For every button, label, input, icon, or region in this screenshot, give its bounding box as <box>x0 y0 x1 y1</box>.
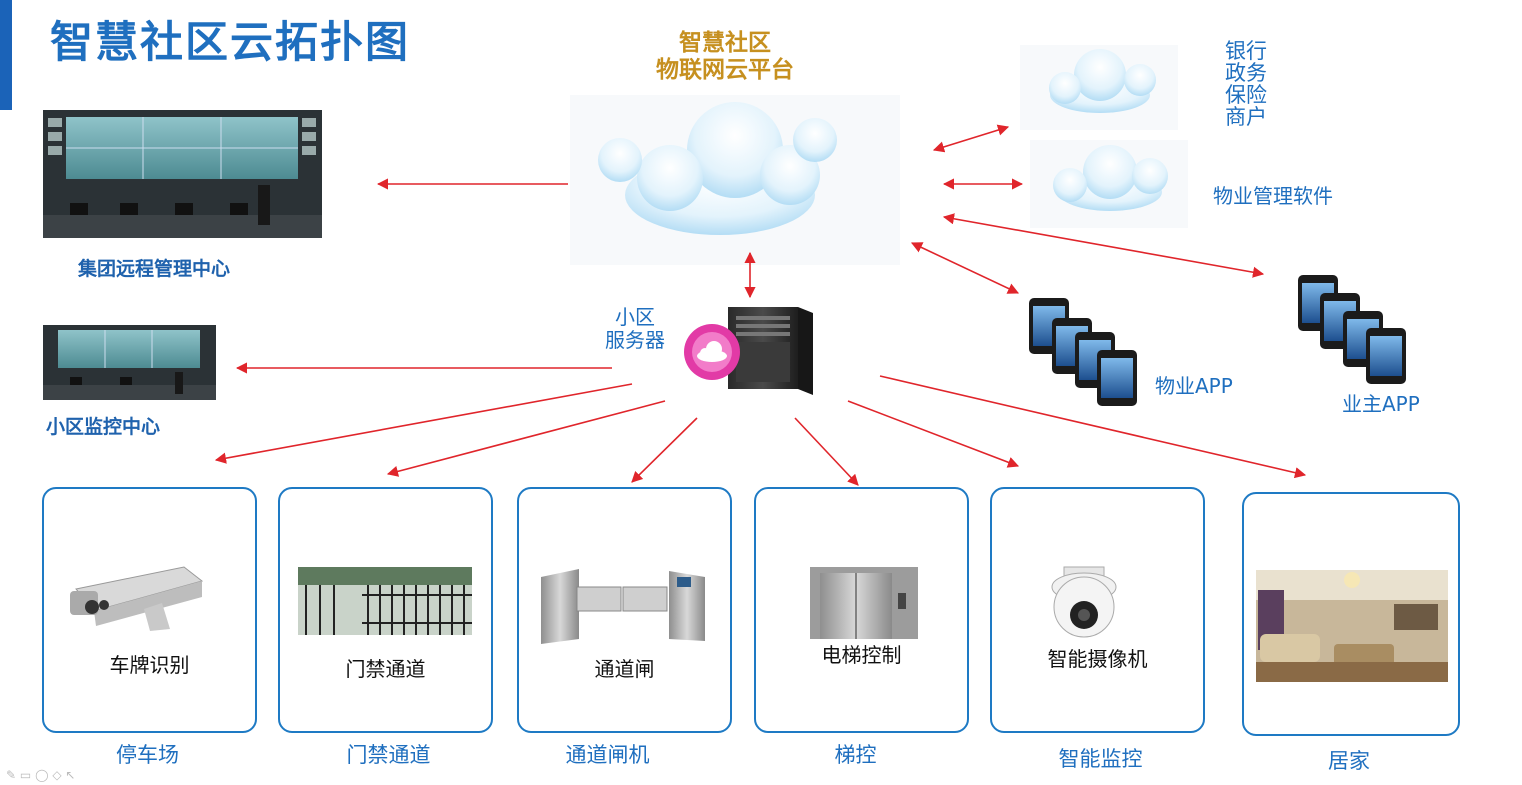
dome-camera-icon <box>1051 566 1117 638</box>
arrow-cloud-property-app <box>910 242 1020 294</box>
bank-cloud-icon <box>1020 45 1178 130</box>
platform-title: 智慧社区 物联网云平台 <box>600 30 850 84</box>
arrow-server-elevator <box>794 417 859 486</box>
property-software-label: 物业管理软件 <box>1213 184 1333 208</box>
slides-icon[interactable]: ▭ <box>19 768 32 782</box>
arrow-server-access <box>386 400 666 477</box>
parking-inner-label: 车牌识别 <box>109 653 190 677</box>
monitoring-box: 智能摄像机 <box>990 487 1205 733</box>
community-monitor-image <box>43 325 216 400</box>
access-box: 门禁通道 <box>278 487 493 733</box>
access-inner-label: 门禁通道 <box>345 657 426 681</box>
living-room-icon <box>1256 570 1448 682</box>
bank-label: 银行 <box>1225 39 1267 63</box>
pointer-icon[interactable]: ↖ <box>65 768 76 782</box>
parking-label: 停车场 <box>116 743 179 767</box>
insurance-label: 保险 <box>1225 83 1267 107</box>
arrow-server-home <box>879 375 1307 479</box>
connection-arrows <box>214 124 1307 486</box>
group-center-label: 集团远程管理中心 <box>78 258 231 280</box>
server-label-line1: 小区 <box>615 305 655 329</box>
owner-app-phones-icon <box>1298 275 1406 384</box>
server-label-line2: 服务器 <box>605 328 665 352</box>
arrow-cloud-bank <box>932 124 1010 153</box>
page-title: 智慧社区云拓扑图 <box>50 18 410 68</box>
elevator-inner-label: 电梯控制 <box>821 643 902 667</box>
server-label: 小区 服务器 <box>590 306 680 352</box>
property-software-cloud-icon <box>1030 140 1188 228</box>
access-label: 门禁通道 <box>346 743 431 767</box>
pen-icon[interactable]: ✎ <box>6 768 17 782</box>
elevator-icon <box>810 567 918 639</box>
parking-box: 车牌识别 <box>42 487 257 733</box>
home-box <box>1242 492 1460 736</box>
arrow-cloud-owner-app <box>942 213 1265 278</box>
presentation-toolbar[interactable]: ✎ ▭ ◯ ◇ ↖ <box>6 768 75 782</box>
license-camera-icon <box>70 566 204 631</box>
gate-box: 通道闸 <box>517 487 732 733</box>
arrow-server-parking <box>214 383 633 464</box>
gate-inner-label: 通道闸 <box>594 657 655 681</box>
community-monitor-label: 小区监控中心 <box>46 416 161 438</box>
bank-cloud-labels: 银行 政务 保险 商户 <box>1225 40 1267 128</box>
property-app-phones-icon <box>1029 298 1137 406</box>
monitoring-inner-label: 智能摄像机 <box>1047 647 1148 671</box>
group-center-image <box>43 110 322 238</box>
arrow-server-gate <box>631 417 698 483</box>
property-app-label: 物业APP <box>1155 374 1233 398</box>
server-icon <box>684 307 813 395</box>
platform-title-line1: 智慧社区 <box>679 30 771 56</box>
monitoring-label: 智能监控 <box>1058 747 1143 771</box>
main-cloud-icon <box>570 95 900 265</box>
arrow-server-monitoring <box>847 400 1020 468</box>
merchant-label: 商户 <box>1225 105 1267 129</box>
eraser-icon[interactable]: ◇ <box>52 768 62 782</box>
elevator-label: 梯控 <box>834 743 877 767</box>
elevator-box: 电梯控制 <box>754 487 969 733</box>
government-label: 政务 <box>1225 61 1267 85</box>
gate-label: 通道闸机 <box>565 743 650 767</box>
platform-title-line2: 物联网云平台 <box>656 57 794 83</box>
owner-app-label: 业主APP <box>1342 392 1420 416</box>
comment-icon[interactable]: ◯ <box>35 768 49 782</box>
access-gate-icon <box>298 567 472 635</box>
accent-bar <box>0 0 12 110</box>
turnstile-icon <box>541 569 705 644</box>
home-label: 居家 <box>1328 749 1370 773</box>
